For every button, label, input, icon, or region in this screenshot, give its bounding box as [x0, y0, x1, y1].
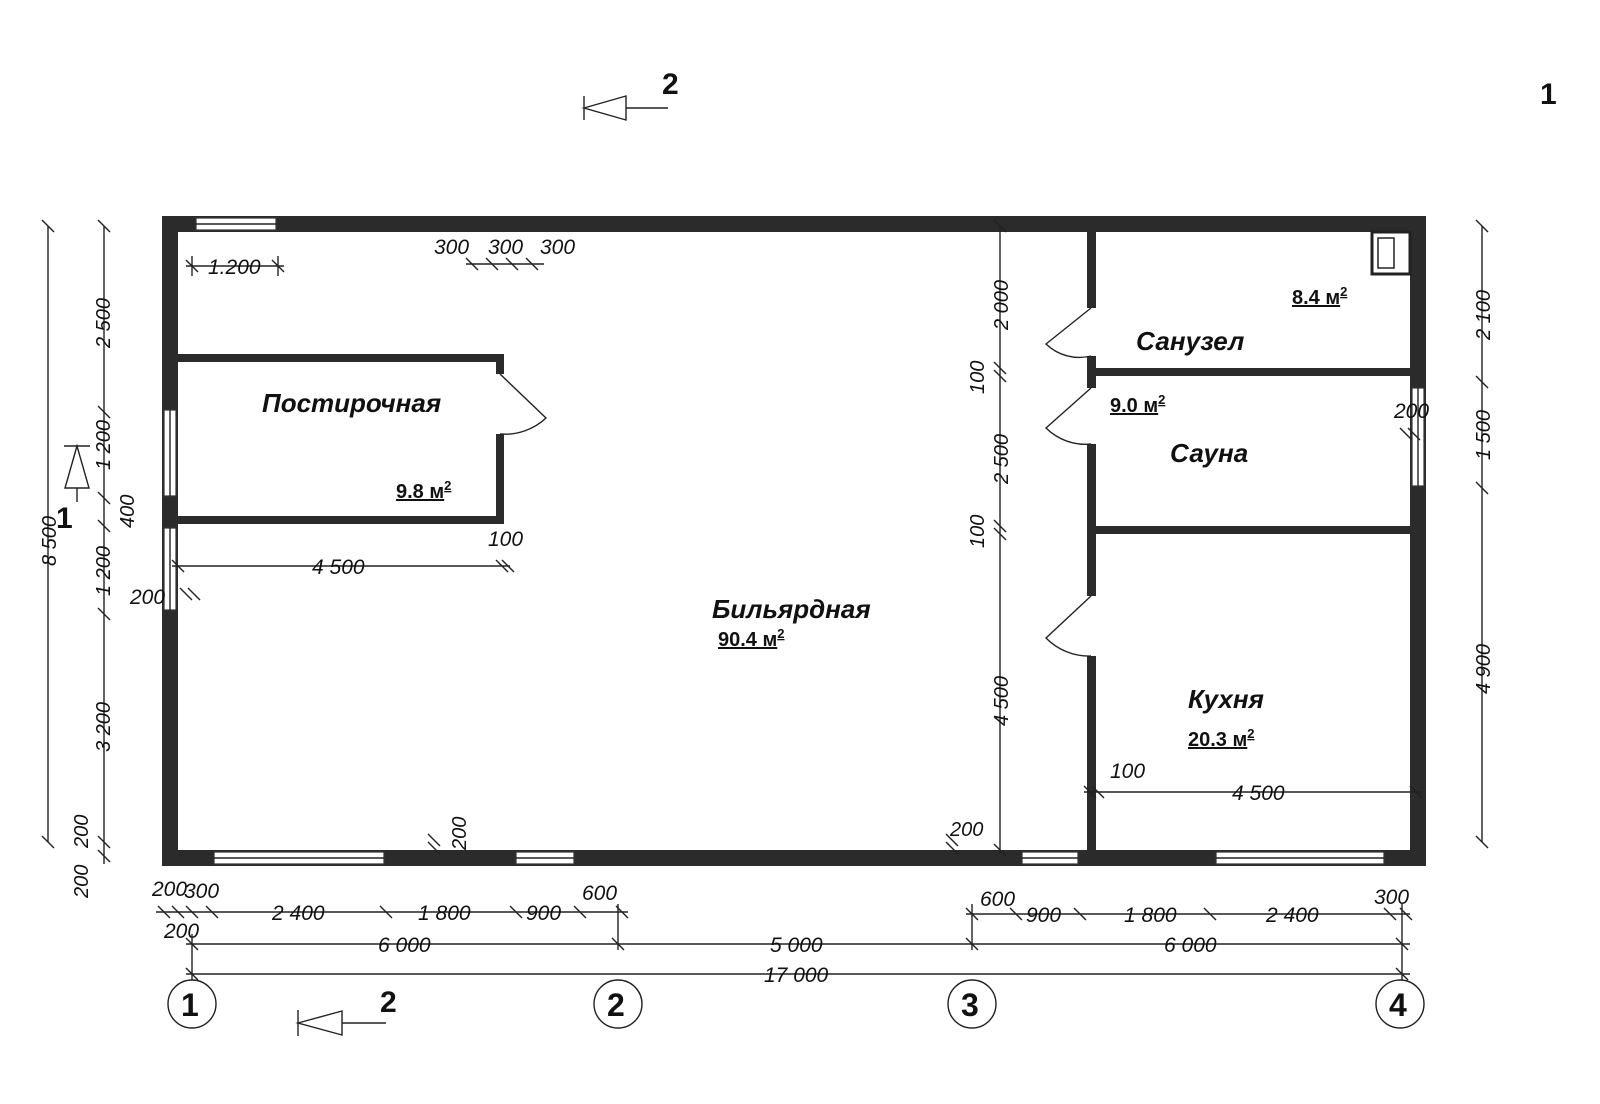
ldim-200a: 200 — [71, 815, 93, 849]
bdim-r1-900r: 900 — [1026, 904, 1061, 927]
doors — [499, 307, 1092, 657]
bdim-r1-2400: 2 400 — [271, 902, 325, 925]
bdim-r1-900: 900 — [526, 902, 561, 925]
interior-dimensions: 1.200 300 300 300 4 500 100 200 2 000 — [129, 219, 1429, 857]
partition-bath-sauna — [1087, 368, 1410, 376]
room-billiard-area: 90.4 м2 — [718, 626, 785, 651]
bdim-r1-1800r: 1 800 — [1124, 904, 1177, 927]
axis-3: 3 — [961, 987, 979, 1023]
idim-top-300b: 300 — [488, 236, 523, 259]
section-mark-bottom: 2 — [380, 986, 397, 1019]
idim-col3-2000: 2 000 — [991, 280, 1013, 331]
outer-wall-right — [1410, 216, 1426, 866]
ldim-400: 400 — [117, 495, 139, 528]
laundry-wall-right-bottom — [496, 434, 504, 524]
section-mark-left: 1 — [56, 502, 73, 535]
sheet-number: 1 — [1540, 78, 1557, 111]
bdim-r1-2400r: 2 400 — [1265, 904, 1319, 927]
room-bathroom-name: Санузел — [1136, 326, 1244, 356]
axis-markers: 1 2 3 4 — [167, 979, 1425, 1029]
bdim-r1-300r: 300 — [1374, 886, 1409, 909]
idim-col3-100a: 100 — [967, 361, 989, 394]
section-marks: 2 2 1 1 — [56, 68, 1557, 1036]
room-laundry-name: Постирочная — [262, 388, 441, 418]
bdim-r3-total: 17 000 — [764, 964, 829, 987]
bdim-r2-6000b: 6 000 — [1164, 934, 1217, 957]
door-laundry — [499, 373, 548, 435]
idim-bottom-offset-right: 200 — [949, 819, 983, 841]
ldim-3200: 3 200 — [93, 702, 115, 752]
rdim-2100: 2 100 — [1473, 290, 1495, 341]
room-bathroom-area: 8.4 м2 — [1292, 284, 1347, 309]
room-sauna-area: 9.0 м2 — [1110, 392, 1165, 417]
laundry-wall-top — [178, 354, 504, 362]
idim-left-window-offset: 200 — [129, 586, 165, 609]
bdim-r1-600r: 600 — [980, 888, 1015, 911]
idim-sauna-window: 200 — [1393, 400, 1429, 423]
room-sauna-name: Сауна — [1170, 438, 1248, 468]
idim-laundry-width: 4 500 — [312, 556, 365, 579]
partition-vertical-4 — [1087, 656, 1096, 850]
right-dimensions: 2 100 1 500 4 900 — [1473, 219, 1495, 849]
ldim-200b: 200 — [71, 865, 93, 899]
windows — [163, 217, 1425, 865]
room-laundry-area: 9.8 м2 — [396, 478, 451, 503]
partition-vertical-3 — [1087, 444, 1096, 596]
idim-laundry-wall: 100 — [488, 528, 523, 551]
bdim-r1-1800: 1 800 — [418, 902, 471, 925]
idim-bottom-offset-left: 200 — [449, 817, 471, 851]
laundry-wall-bottom — [178, 516, 504, 524]
bdim-r1-200b: 200 — [163, 920, 199, 943]
bdim-r2-6000a: 6 000 — [378, 934, 431, 957]
door-bathroom — [1044, 307, 1092, 359]
shower-tray — [1377, 237, 1395, 269]
left-dimensions: 8 500 2 500 1 200 400 1 200 3 200 200 20… — [39, 219, 139, 899]
bdim-r1-300: 300 — [184, 880, 219, 903]
partition-vertical-1 — [1087, 232, 1096, 308]
bdim-r1-600l: 600 — [582, 882, 617, 905]
door-kitchen — [1044, 595, 1092, 657]
outer-wall-top — [162, 216, 1426, 232]
idim-top-window: 1.200 — [208, 256, 261, 279]
ldim-1200a: 1 200 — [93, 420, 115, 470]
idim-top-300c: 300 — [540, 236, 575, 259]
idim-kitchen-wall: 100 — [1110, 760, 1145, 783]
room-kitchen-name: Кухня — [1188, 684, 1264, 714]
idim-kitchen-width: 4 500 — [1232, 782, 1285, 805]
bottom-dimensions: 200 300 2 400 1 800 900 600 200 600 900 … — [151, 878, 1413, 987]
rdim-4900: 4 900 — [1473, 644, 1495, 694]
idim-col3-2500: 2 500 — [991, 434, 1013, 485]
room-billiard-name: Бильярдная — [712, 594, 871, 624]
ldim-2500: 2 500 — [93, 298, 115, 349]
axis-1: 1 — [181, 987, 199, 1023]
section-mark-top: 2 — [662, 68, 679, 101]
rdim-1500: 1 500 — [1473, 410, 1495, 460]
door-sauna — [1044, 387, 1092, 445]
room-labels: Постирочная 9.8 м2 Бильярдная 90.4 м2 Са… — [262, 284, 1347, 751]
ldim-total: 8 500 — [39, 516, 61, 566]
laundry-wall-right-top — [496, 354, 504, 374]
walls — [162, 216, 1426, 866]
idim-top-300a: 300 — [434, 236, 469, 259]
axis-4: 4 — [1389, 987, 1407, 1023]
partition-sauna-kitchen — [1087, 526, 1410, 534]
idim-col3-4500: 4 500 — [991, 676, 1013, 726]
ldim-1200b: 1 200 — [93, 546, 115, 596]
bdim-r1-200: 200 — [151, 878, 187, 901]
outer-wall-bottom — [162, 850, 1426, 866]
axis-2: 2 — [607, 987, 625, 1023]
bdim-r2-5000: 5 000 — [770, 934, 823, 957]
room-kitchen-area: 20.3 м2 — [1188, 726, 1255, 751]
idim-col3-100b: 100 — [967, 515, 989, 548]
